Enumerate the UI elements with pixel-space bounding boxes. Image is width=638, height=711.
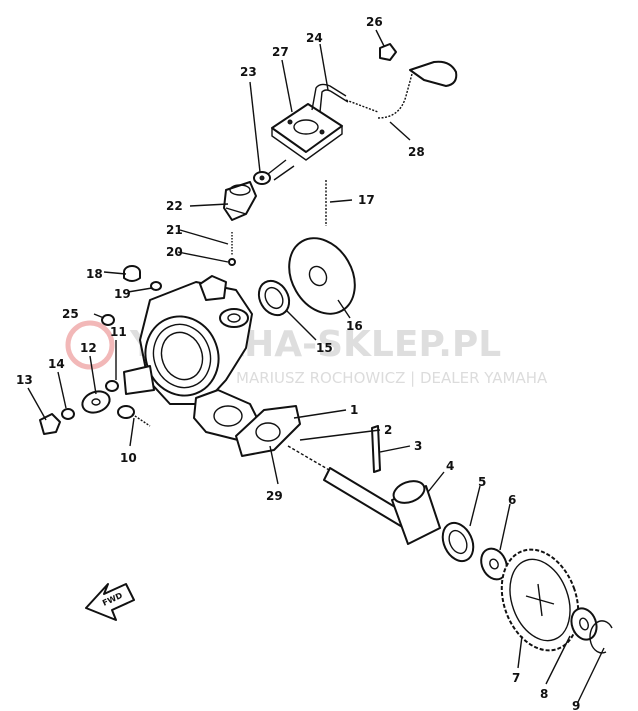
callout-25: 25 [62, 307, 79, 321]
callout-29: 29 [266, 489, 283, 503]
callout-17: 17 [358, 193, 375, 207]
callout-3: 3 [414, 439, 422, 453]
pipe-elbow [311, 83, 347, 111]
union-bolt-22 [223, 181, 257, 221]
callout-18: 18 [86, 267, 103, 281]
callout-23: 23 [240, 65, 257, 79]
callout-7: 7 [512, 671, 520, 685]
watermark-logo-icon [65, 320, 115, 370]
callout-20: 20 [166, 245, 183, 259]
upper-hose-assembly [223, 43, 458, 221]
callout-14: 14 [48, 357, 65, 371]
drive-shaft [287, 445, 411, 529]
callout-5: 5 [478, 475, 486, 489]
callout-16: 16 [346, 319, 363, 333]
oil-pump-body [139, 275, 261, 441]
callout-27: 27 [272, 45, 289, 59]
collar-4 [391, 480, 441, 545]
cap-26 [379, 43, 397, 61]
callout-6: 6 [508, 493, 516, 507]
bolt-18 [123, 265, 162, 291]
bearing-5 [441, 521, 475, 563]
leader-lines [27, 29, 605, 703]
callout-13: 13 [16, 373, 33, 387]
hose-28 [377, 73, 413, 119]
callout-28: 28 [408, 145, 425, 159]
callout-1: 1 [350, 403, 358, 417]
flange-plate [271, 103, 343, 153]
gear-7 [500, 548, 580, 652]
callout-22: 22 [166, 199, 183, 213]
washer-6 [480, 547, 508, 581]
circlip-9 [589, 620, 613, 654]
check-valve-spring [228, 232, 236, 266]
callout-19: 19 [114, 287, 131, 301]
callout-26: 26 [366, 15, 383, 29]
callout-21: 21 [166, 223, 183, 237]
hook-pipe [409, 60, 458, 87]
callout-4: 4 [446, 459, 454, 473]
callout-8: 8 [540, 687, 548, 701]
callout-15: 15 [316, 341, 333, 355]
pin-3 [371, 425, 381, 473]
callout-10: 10 [120, 451, 137, 465]
bearing-15 [257, 279, 291, 317]
callout-9: 9 [572, 699, 580, 711]
callout-11: 11 [110, 325, 127, 339]
fwd-arrow-icon: FWD [85, 583, 135, 621]
spring-hose-upper [345, 99, 379, 113]
callout-24: 24 [306, 31, 323, 45]
gasket-1 [235, 405, 301, 457]
callout-labels: 1 2 3 4 5 6 7 8 9 10 11 12 13 14 15 16 1… [16, 15, 580, 711]
bolt-10 [117, 405, 151, 427]
oil-seal-disc [288, 237, 356, 315]
callout-12: 12 [80, 341, 97, 355]
watermark-tagline: MARIUSZ ROCHOWICZ | DEALER YAMAHA [236, 369, 548, 387]
callout-2: 2 [384, 423, 392, 437]
